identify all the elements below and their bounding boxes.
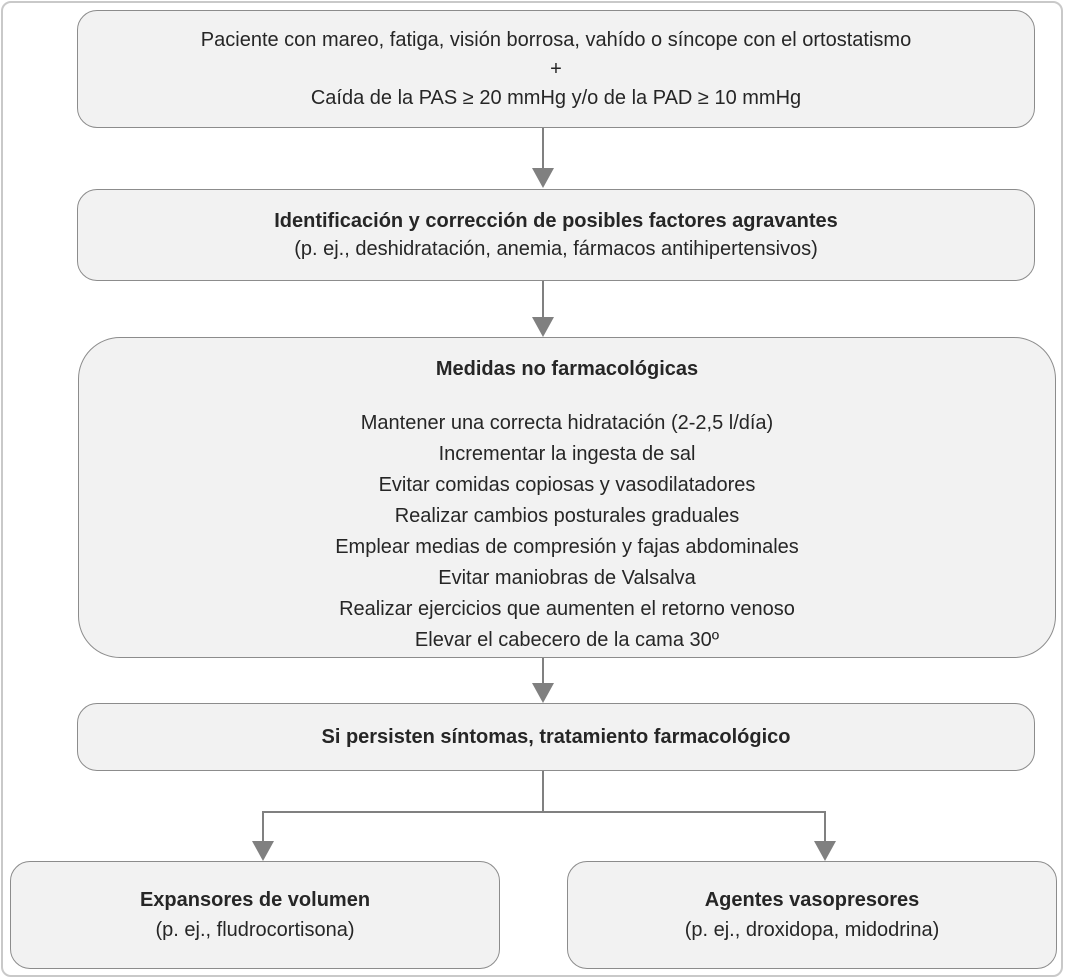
node-subtitle: (p. ej., fludrocortisona) xyxy=(155,919,355,941)
branch-right-arrow-head xyxy=(814,841,836,861)
list-item: Emplear medias de compresión y fajas abd… xyxy=(335,536,799,558)
down-arrow-head-2 xyxy=(532,317,554,337)
list-item: Realizar ejercicios que aumenten el reto… xyxy=(339,598,795,620)
branch-right-drop xyxy=(824,811,826,842)
branch-left-drop xyxy=(262,811,264,842)
down-arrow-stem-1 xyxy=(542,128,544,169)
down-arrow-head-1 xyxy=(532,168,554,188)
node-title: Identificación y corrección de posibles … xyxy=(274,210,838,232)
box-symptoms-criteria: Paciente con mareo, fatiga, visión borro… xyxy=(77,10,1035,128)
symptoms-line: Paciente con mareo, fatiga, visión borro… xyxy=(200,28,912,51)
down-arrow-head-3 xyxy=(532,683,554,703)
list-item: Mantener una correcta hidratación (2-2,5… xyxy=(360,412,774,434)
bp-criteria-line: Caída de la PAS ≥ 20 mmHg y/o de la PAD … xyxy=(310,86,802,109)
node-subtitle: (p. ej., droxidopa, midodrina) xyxy=(684,919,940,941)
down-arrow-stem-2 xyxy=(542,281,544,318)
list-item: Incrementar la ingesta de sal xyxy=(438,443,696,465)
box-non-pharmacological-measures: Medidas no farmacológicas Mantener una c… xyxy=(78,337,1056,658)
box-volume-expanders: Expansores de volumen (p. ej., fludrocor… xyxy=(10,861,500,969)
list-item: Elevar el cabecero de la cama 30º xyxy=(414,629,720,651)
node-title: Agentes vasopresores xyxy=(704,889,920,911)
box-aggravating-factors: Identificación y corrección de posibles … xyxy=(77,189,1035,281)
node-title: Expansores de volumen xyxy=(139,889,371,911)
branch-stem xyxy=(542,771,544,812)
box-vasopressor-agents: Agentes vasopresores (p. ej., droxidopa,… xyxy=(567,861,1057,969)
node-title: Si persisten síntomas, tratamiento farma… xyxy=(321,725,791,748)
down-arrow-stem-3 xyxy=(542,658,544,684)
list-item: Evitar maniobras de Valsalva xyxy=(438,567,696,589)
node-subtitle: (p. ej., deshidratación, anemia, fármaco… xyxy=(294,238,818,260)
node-title: Medidas no farmacológicas xyxy=(435,358,699,380)
box-pharmacological-treatment: Si persisten síntomas, tratamiento farma… xyxy=(77,703,1035,771)
branch-left-arrow-head xyxy=(252,841,274,861)
branch-horizontal-line xyxy=(262,811,826,813)
list-item: Realizar cambios posturales graduales xyxy=(394,505,740,527)
list-item: Evitar comidas copiosas y vasodilatadore… xyxy=(378,474,756,496)
plus-sign: + xyxy=(550,57,562,80)
